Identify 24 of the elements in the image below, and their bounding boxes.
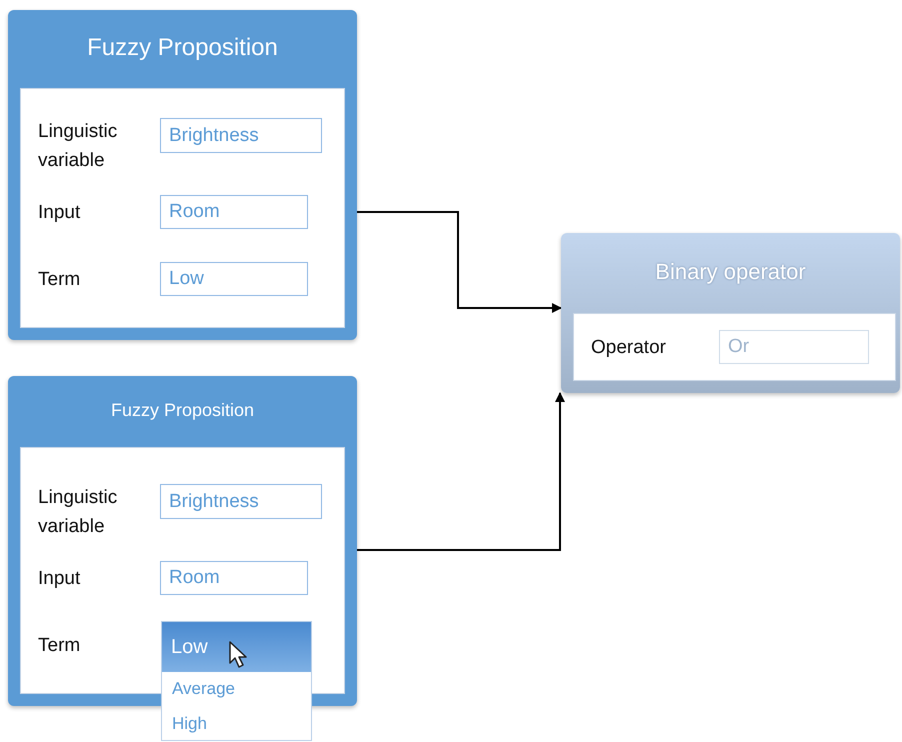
field-label: Linguistic variable [38, 486, 118, 539]
form-panel [8, 10, 357, 340]
dropdown-option: High [172, 714, 207, 734]
field-label: Input [38, 567, 82, 591]
input-field: Room [160, 561, 308, 595]
connector-arrow [357, 392, 565, 551]
field-label: Term [38, 634, 82, 658]
field-label: Operator [591, 336, 667, 360]
selected-option: Low [162, 622, 311, 672]
connector-arrow [357, 211, 562, 313]
field-label: Term [38, 268, 82, 292]
dropdown-list [161, 621, 312, 741]
input-field: Or [719, 330, 869, 364]
input-field: Brightness [160, 118, 322, 153]
field-label: Input [38, 201, 82, 225]
panel-title: Fuzzy Proposition [110, 400, 256, 422]
field-label: Linguistic variable [38, 120, 118, 173]
input-field: Low [160, 262, 308, 296]
input-field: Brightness [160, 484, 322, 519]
form-panel [561, 233, 900, 393]
panel-title: Fuzzy Proposition [86, 34, 279, 62]
dropdown-option: Average [172, 679, 236, 699]
input-field: Room [160, 195, 308, 229]
panel-title: Binary operator [654, 259, 807, 286]
